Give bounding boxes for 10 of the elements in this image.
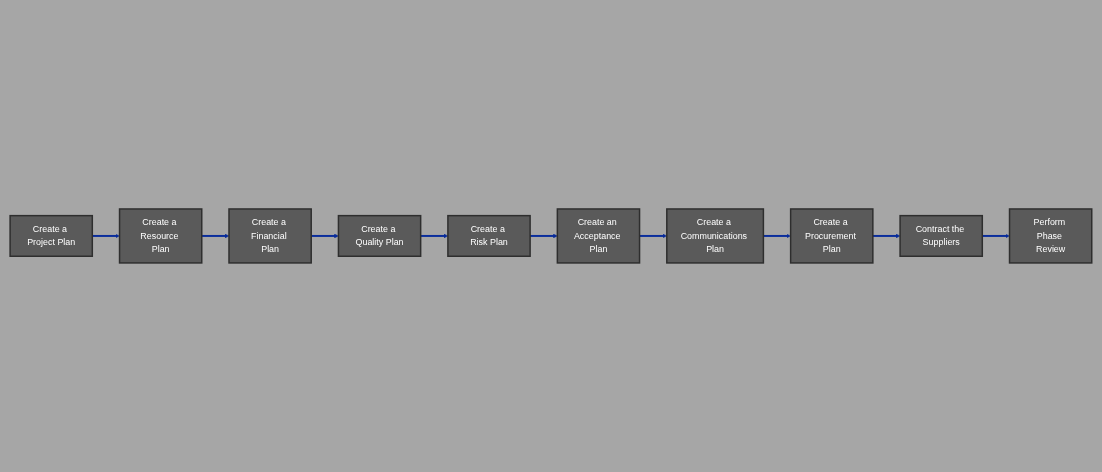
node-box: Create a Project Plan xyxy=(9,214,94,258)
node-box: Create a Communications Plan xyxy=(666,208,765,264)
node-box: Create an Acceptance Plan xyxy=(556,208,641,264)
node-box: Create a Quality Plan xyxy=(337,214,422,258)
node-box: Contract the Suppliers xyxy=(899,214,984,258)
node-box: Create a Resource Plan xyxy=(118,208,203,264)
node-box: Create a Risk Plan xyxy=(447,214,531,258)
node-box: Create a Financial Plan xyxy=(228,208,313,264)
node-box: Create a Procurement Plan xyxy=(789,208,874,264)
node-box: Perform Phase Review xyxy=(1008,208,1093,264)
